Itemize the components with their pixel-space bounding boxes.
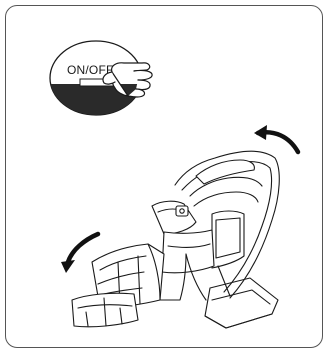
rotate-up-arrow-icon xyxy=(254,125,298,152)
massage-chair xyxy=(72,151,279,328)
